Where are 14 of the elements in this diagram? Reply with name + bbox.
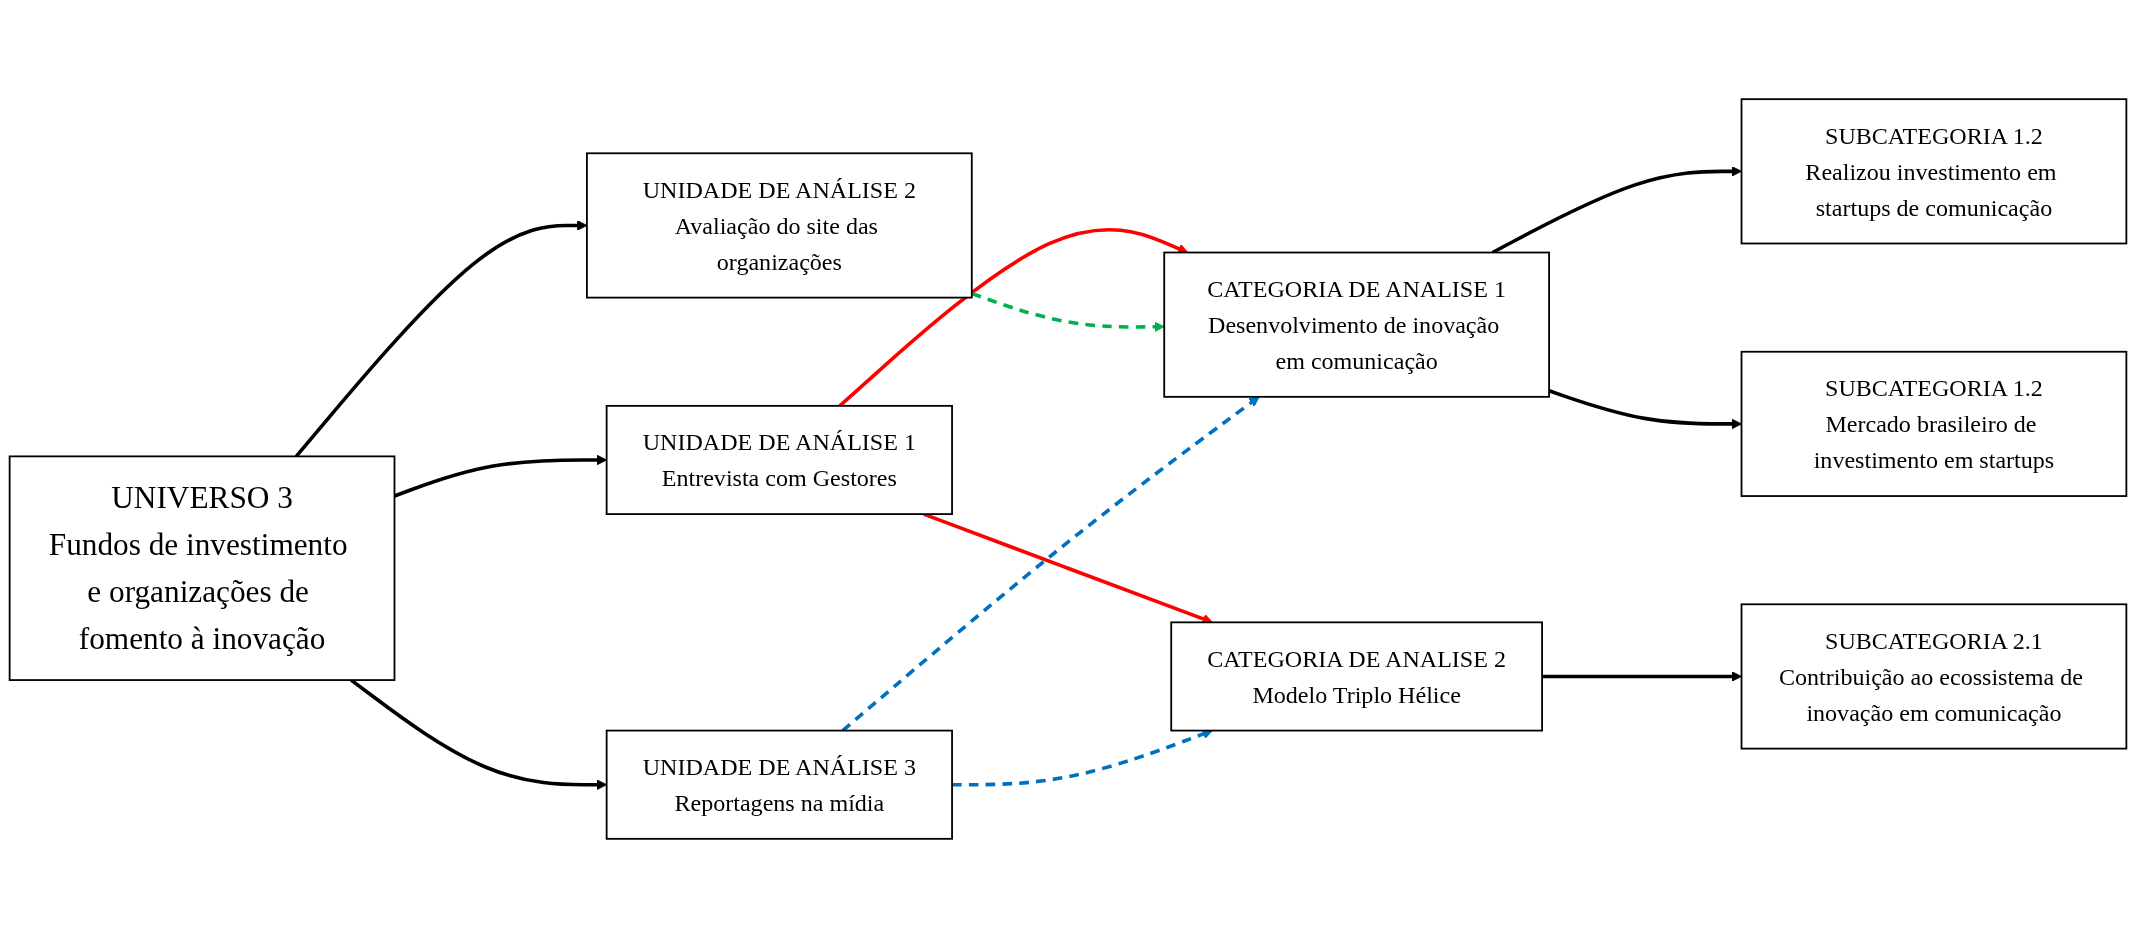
node-box: UNIDADE DE ANÁLISE 2 Avaliação do site das organizações (586, 152, 973, 299)
node-box: UNIDADE DE ANÁLISE 3 Reportagens na mídia (605, 729, 953, 840)
arrow (952, 729, 1213, 787)
arrow (1542, 671, 1742, 682)
arrow (841, 396, 1260, 732)
arrow (971, 291, 1165, 333)
node-box: UNIVERSO 3 Fundos de investimento e organizações de fomento à inovação (8, 455, 396, 681)
node-box: UNIDADE DE ANÁLISE 1 Entrevista com Gestores (605, 404, 953, 515)
node-box: CATEGORIA DE ANALISE 2 Modelo Triplo Hélice (1170, 621, 1543, 732)
node-box: SUBCATEGORIA 2.1 Contribuição ao ecossistema de inovação em comunicação (1740, 603, 2128, 750)
arrow (1548, 389, 1742, 430)
node-box: CATEGORIA DE ANALISE 1 Desenvolvimento de inovação em comunicação (1163, 251, 1550, 398)
node-box: SUBCATEGORIA 1.2 Realizou investimento em startups de comunicação (1740, 98, 2128, 245)
node-box: SUBCATEGORIA 1.2 Mercado brasileiro de investimento em startups (1740, 350, 2128, 497)
